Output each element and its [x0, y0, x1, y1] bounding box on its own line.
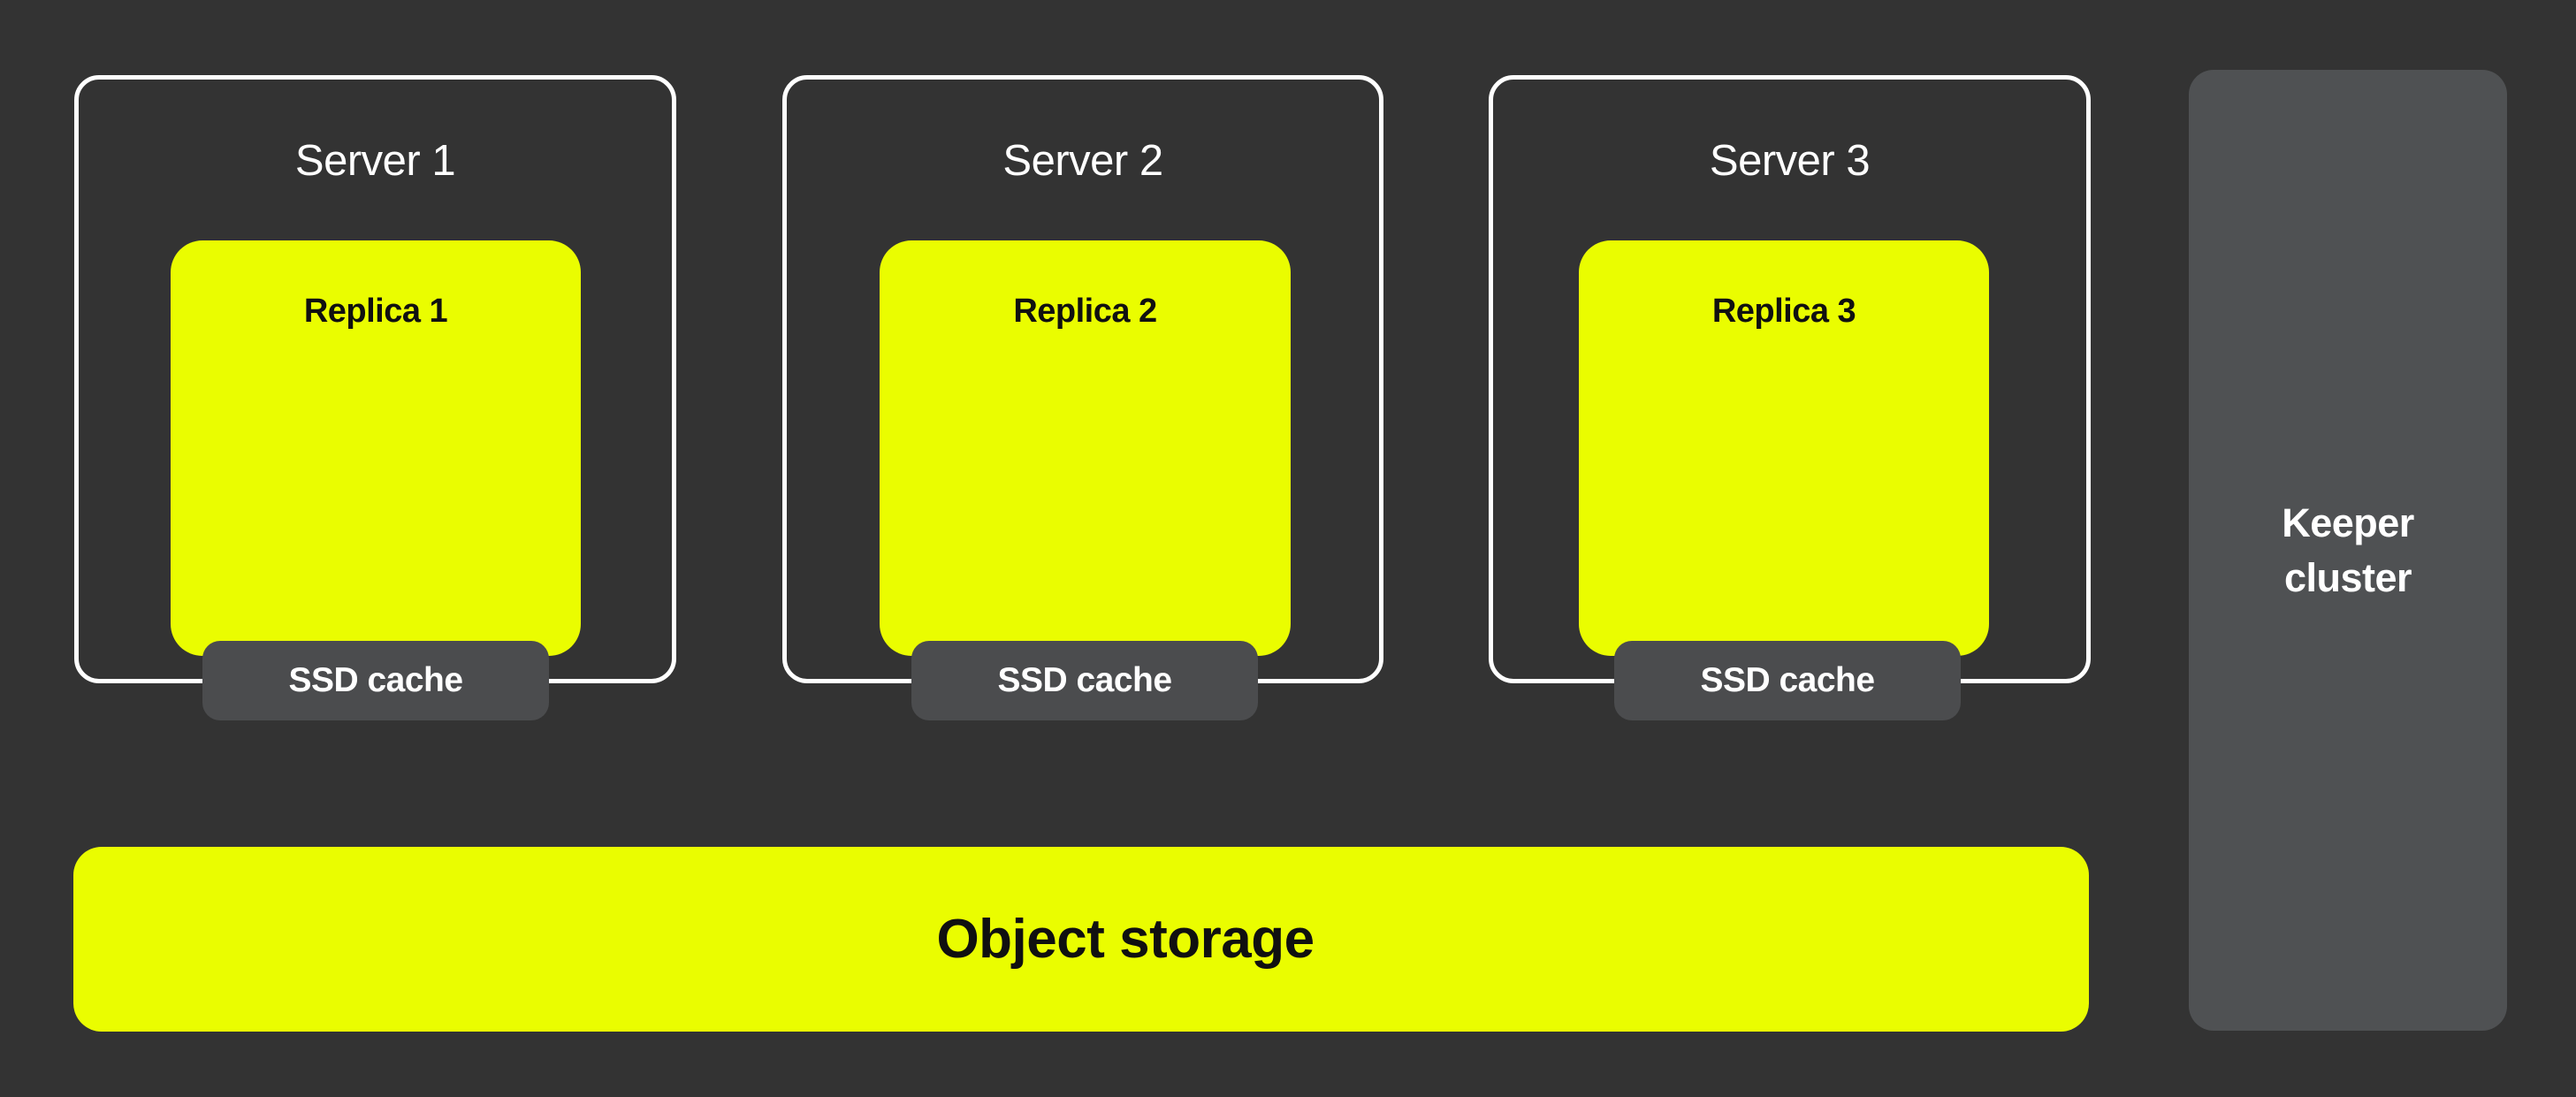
ssd-cache-badge-2: SSD cache — [911, 641, 1258, 720]
server-2-title: Server 2 — [1002, 137, 1163, 185]
object-storage-bar: Object storage — [73, 847, 2089, 1032]
replica-2-box — [880, 240, 1291, 656]
server-3-title: Server 3 — [1709, 137, 1871, 185]
replica-3-box — [1579, 240, 1989, 656]
keeper-cluster-label-line1: Keeper — [2282, 499, 2414, 545]
keeper-cluster-label-line2: cluster — [2283, 554, 2412, 600]
replica-3-label: Replica 3 — [1711, 293, 1856, 330]
replica-2-label: Replica 2 — [1013, 293, 1157, 330]
replica-1-label: Replica 1 — [303, 293, 448, 330]
server-1-title: Server 1 — [294, 137, 456, 185]
ssd-cache-badge-1: SSD cache — [202, 641, 549, 720]
keeper-cluster-panel: Keeper cluster — [2189, 70, 2507, 1031]
replica-1-box — [171, 240, 581, 656]
ssd-cache-badge-3: SSD cache — [1614, 641, 1961, 720]
